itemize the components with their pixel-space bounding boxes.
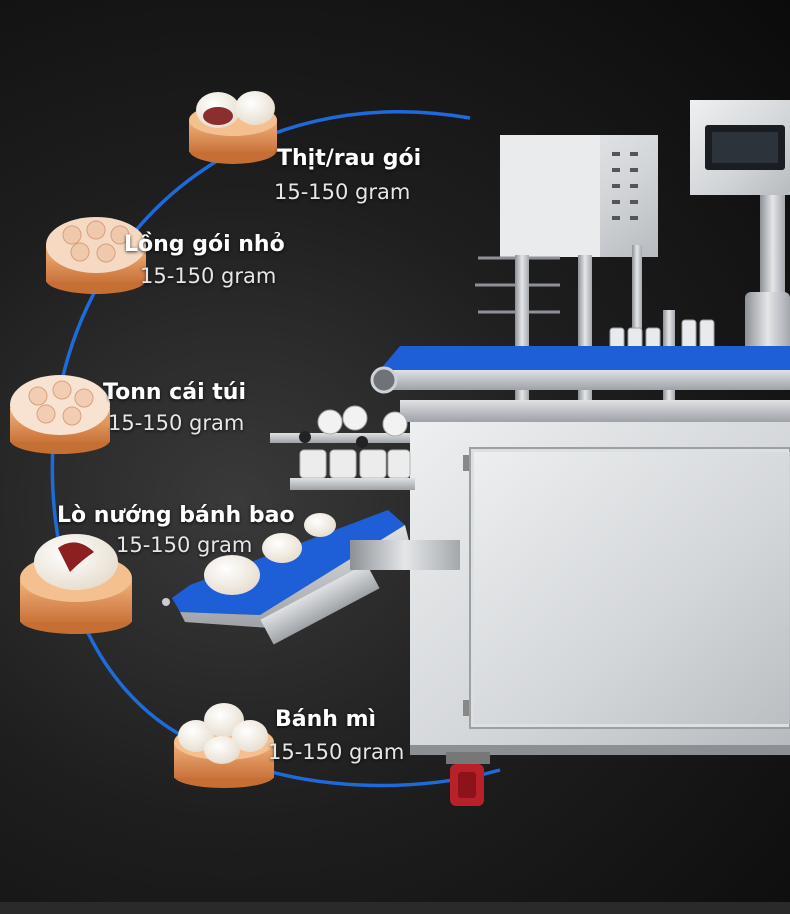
item-2-weight: 15-150 gram [140,264,277,288]
bun-machine [162,100,790,806]
item-1-name: Thịt/rau gói [277,146,422,171]
item-5-weight: 15-150 gram [268,740,405,764]
plain-bun-steamer-icon [174,703,274,788]
item-4-weight: 15-150 gram [116,533,253,557]
item-4-name: Lò nướng bánh bao [57,503,295,528]
item-3-weight: 15-150 gram [108,411,245,435]
meat-bun-steamer-icon [189,91,277,164]
pouch-dumpling-steamer-icon [10,375,110,454]
item-2-name: Lồng gói nhỏ [124,232,285,257]
item-1-weight: 15-150 gram [274,180,411,204]
bottom-bar [0,902,790,914]
dumpling-steamer-icon [46,217,146,294]
item-3-name: Tonn cái túi [103,380,246,405]
item-5-name: Bánh mì [275,707,377,732]
filled-bun-steamer-icon [20,534,132,634]
